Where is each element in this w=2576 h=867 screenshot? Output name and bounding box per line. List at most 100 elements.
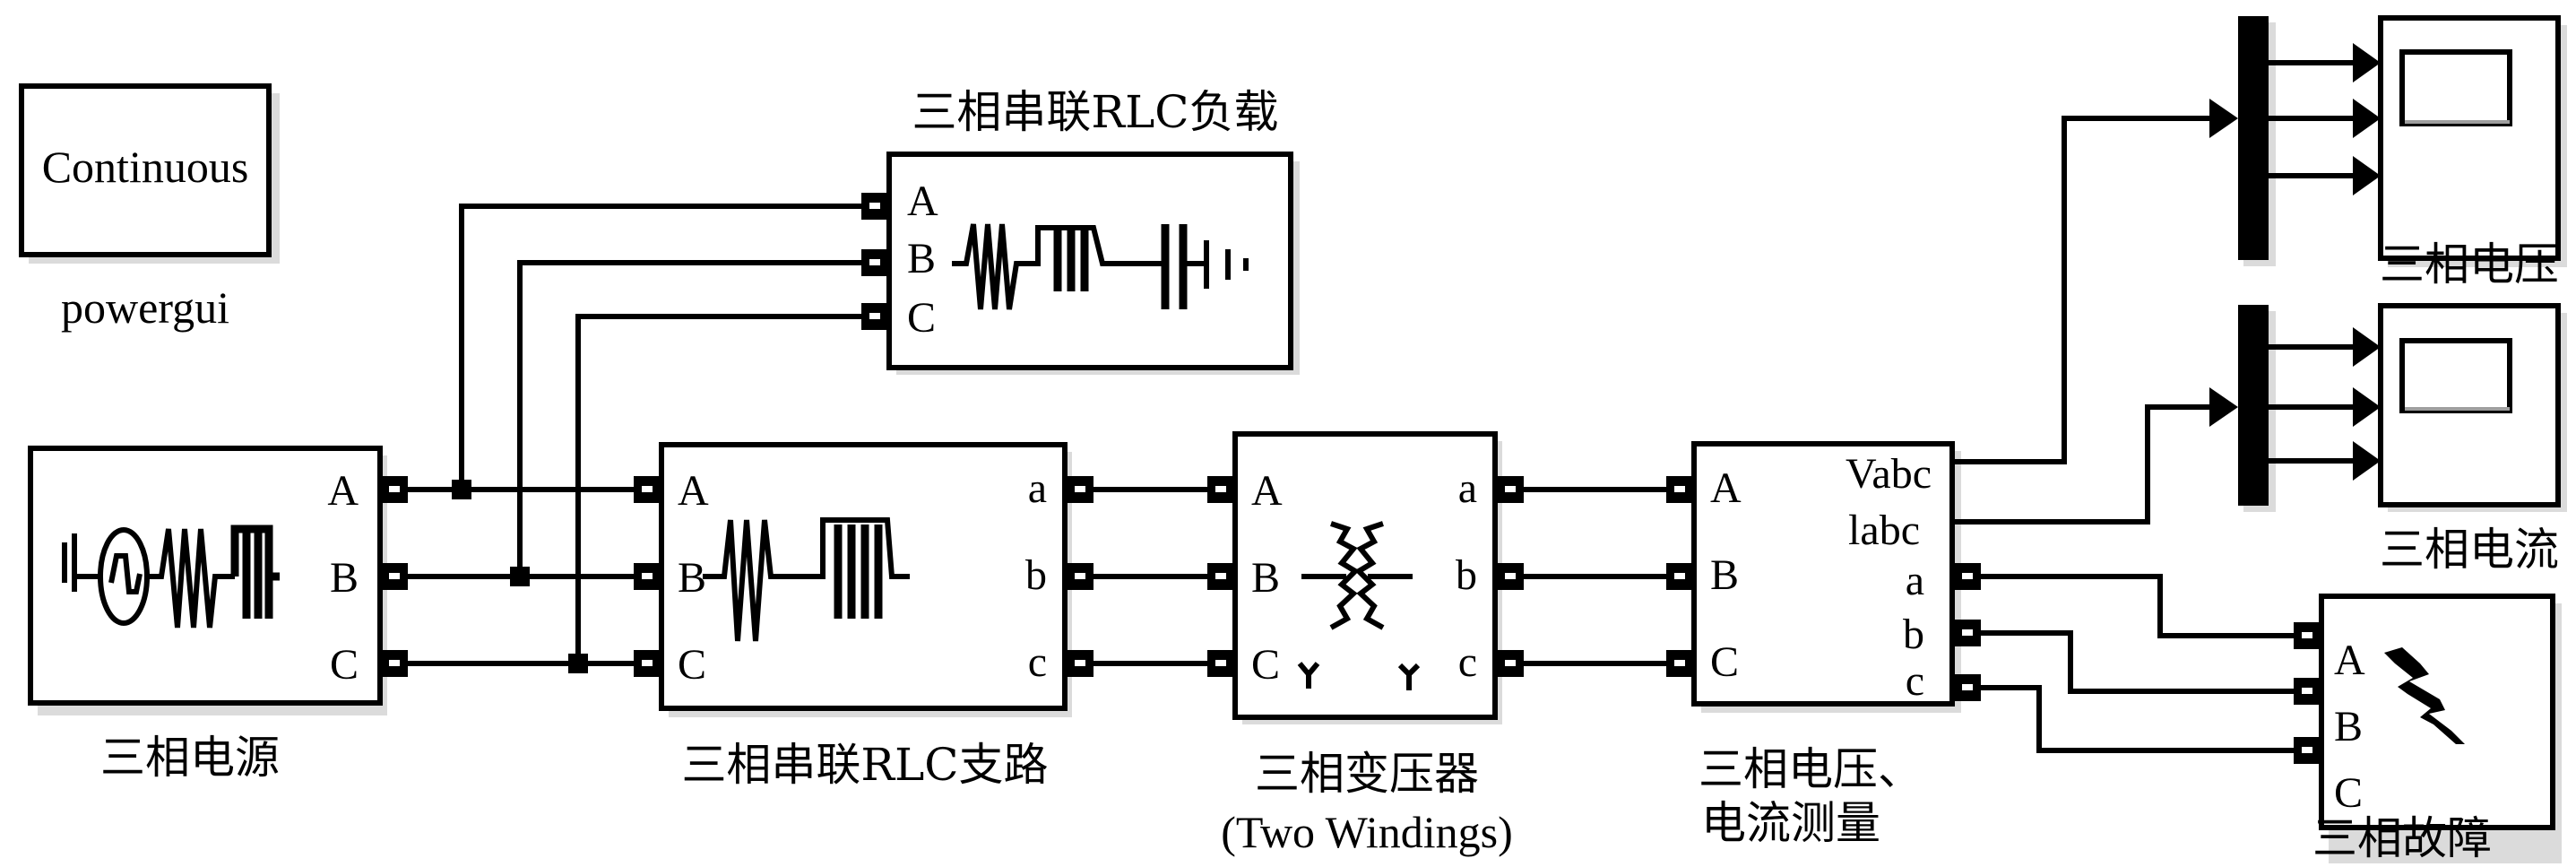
wire-fault-b — [1978, 630, 2306, 694]
scope-screen-icon — [2399, 338, 2512, 413]
rlc-branch-icon — [703, 517, 910, 642]
current-scope-label: 三相电流 — [2380, 524, 2559, 576]
wire-fault-c — [1978, 685, 2306, 753]
measurement-label-line1: 三相电压、 — [1699, 743, 1923, 795]
rlc-load-label: 三相串联RLC负载 — [912, 86, 1278, 138]
fault-port-a-hole — [2302, 632, 2312, 638]
source-port-label-b: B — [330, 554, 359, 602]
voltage-demux[interactable] — [2238, 16, 2276, 266]
measurement-in-label-a: A — [1710, 464, 1742, 512]
rlc-branch-out-c-hole — [1075, 660, 1085, 666]
measurement-out-c-hole — [1962, 684, 1973, 690]
wires — [392, 60, 2360, 753]
measurement-out-a-hole — [1962, 573, 1973, 579]
source-port-a-hole — [389, 486, 400, 492]
measurement-label-line2: 电流测量 — [1701, 797, 1880, 849]
source-port-label-c: C — [330, 641, 359, 689]
source-block[interactable]: A B C — [28, 446, 387, 715]
wire-iabc — [1951, 404, 2217, 525]
rlc-branch-in-label-b: B — [678, 554, 706, 602]
fault-port-label-c: C — [2334, 769, 2363, 817]
current-demux[interactable] — [2238, 305, 2276, 512]
transformer-out-label-b: b — [1456, 551, 1477, 599]
rlc-load-port-c-hole — [869, 313, 880, 319]
measurement-block[interactable]: A B C Vabc labc a b c — [1691, 441, 1961, 713]
measurement-out-label-b: b — [1903, 611, 1924, 658]
rlc-branch-in-label-c: C — [678, 641, 706, 689]
transformer-in-label-c: C — [1251, 641, 1280, 689]
wire-load-a — [459, 204, 872, 492]
transformer-block[interactable]: A B C a b c — [1232, 431, 1502, 724]
rlc-load-port-label-b: B — [907, 235, 936, 282]
wire-fault-a — [1978, 574, 2306, 638]
transformer-out-a-hole — [1505, 486, 1516, 492]
lightning-icon — [2384, 647, 2465, 744]
three-phase-source-icon — [62, 525, 280, 629]
rlc-branch-out-label-c: c — [1028, 638, 1047, 686]
rlc-branch-in-a-hole — [642, 486, 653, 492]
rlc-branch-out-b-hole — [1075, 573, 1085, 579]
fault-label: 三相故障 — [2312, 812, 2492, 864]
rlc-load-port-b-hole — [869, 259, 880, 265]
fault-port-b-hole — [2302, 688, 2312, 694]
transformer-out-label-a: a — [1458, 464, 1477, 512]
measurement-in-label-b: B — [1710, 551, 1739, 599]
transformer-label-line2: (Two Windings) — [1221, 807, 1513, 857]
signal-arrows — [2209, 43, 2381, 481]
fault-port-label-a: A — [2334, 637, 2365, 684]
rlc-load-port-a-hole — [869, 203, 880, 209]
measurement-out-label-c: c — [1906, 657, 1924, 705]
transformer-out-c-hole — [1505, 660, 1516, 666]
powergui-block[interactable]: Continuous — [19, 83, 280, 264]
powergui-label: powergui — [61, 282, 229, 333]
rlc-branch-in-label-a: A — [678, 467, 709, 515]
junctions — [452, 480, 588, 673]
transformer-out-label-c: c — [1458, 638, 1477, 686]
voltage-scope[interactable] — [2378, 15, 2567, 267]
measurement-in-c-hole — [1674, 660, 1685, 666]
rlc-branch-block[interactable]: A B C a b c — [659, 442, 1072, 717]
measurement-vabc-label: Vabc — [1846, 450, 1932, 498]
junction-c — [568, 654, 588, 673]
wire-load-c — [575, 314, 872, 666]
junction-a — [452, 480, 471, 499]
transformer-in-label-b: B — [1251, 554, 1280, 602]
fault-port-label-b: B — [2334, 703, 2363, 750]
junction-b — [510, 567, 530, 586]
voltage-scope-label: 三相电压 — [2380, 238, 2559, 290]
source-port-c-hole — [389, 660, 400, 666]
rlc-load-block[interactable]: A B C — [886, 152, 1300, 375]
fault-port-c-hole — [2302, 747, 2312, 753]
measurement-out-label-a: a — [1906, 557, 1924, 604]
transformer-label-line1: 三相变压器 — [1255, 748, 1479, 800]
measurement-out-b-hole — [1962, 629, 1973, 636]
source-port-label-a: A — [327, 467, 359, 515]
rlc-load-port-label-a: A — [907, 178, 938, 225]
transformer-in-c-hole — [1215, 660, 1226, 666]
measurement-in-b-hole — [1674, 573, 1685, 579]
wire-load-b — [517, 260, 872, 579]
transformer-out-b-hole — [1505, 573, 1516, 579]
current-scope[interactable] — [2378, 303, 2567, 512]
rlc-load-icon — [952, 223, 1249, 310]
rlc-branch-label: 三相串联RLC支路 — [681, 739, 1048, 791]
rlc-branch-out-label-b: b — [1025, 551, 1047, 599]
source-label: 三相电源 — [100, 732, 280, 784]
fault-block[interactable]: A B C — [2319, 594, 2562, 863]
transformer-in-b-hole — [1215, 573, 1226, 579]
source-port-b-hole — [389, 573, 400, 579]
transformer-in-label-a: A — [1251, 467, 1283, 515]
rlc-branch-out-label-a: a — [1028, 464, 1047, 512]
measurement-iabc-label: labc — [1848, 507, 1920, 554]
scope-screen-icon — [2399, 49, 2512, 126]
rlc-branch-in-c-hole — [642, 660, 653, 666]
wire-vabc — [1951, 116, 2217, 464]
rlc-branch-in-b-hole — [642, 573, 653, 579]
rlc-branch-out-a-hole — [1075, 486, 1085, 492]
rlc-load-port-label-c: C — [907, 294, 936, 342]
transformer-in-a-hole — [1215, 486, 1226, 492]
ports — [381, 193, 2321, 764]
powergui-mode: Continuous — [42, 142, 249, 192]
measurement-in-a-hole — [1674, 486, 1685, 492]
